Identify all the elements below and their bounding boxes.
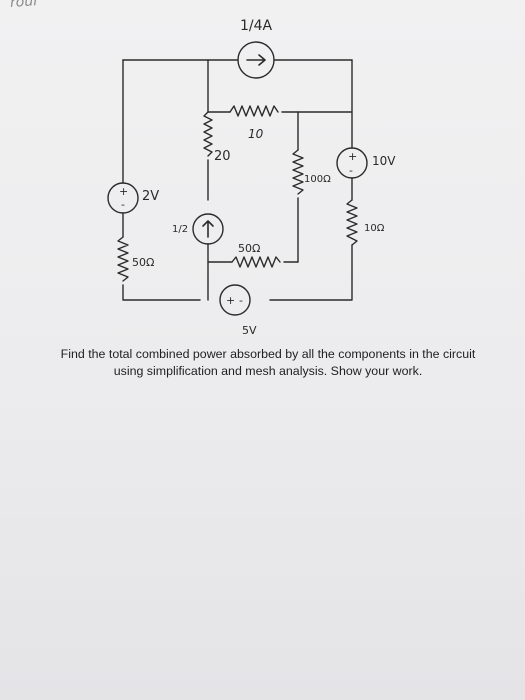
wire-left	[122, 59, 201, 301]
current-source-mid	[192, 213, 224, 245]
label-source-10v: 10V	[372, 154, 396, 168]
label-r-20: 20	[214, 149, 231, 164]
arrow-right-icon	[246, 54, 266, 66]
resistor-20	[203, 111, 213, 157]
problem-line-2: using simplification and mesh analysis. …	[113, 364, 423, 378]
voltage-source-5v	[219, 284, 251, 316]
resistor-top-10	[229, 105, 279, 117]
plus-sign: +	[348, 150, 357, 163]
voltage-source-10v	[336, 147, 368, 179]
plus-sign: +	[226, 294, 235, 307]
current-source-top	[237, 41, 275, 79]
label-source-5v: 5V	[242, 324, 257, 337]
resistor-100	[292, 149, 304, 195]
plus-sign: +	[119, 185, 128, 198]
problem-statement: Find the total combined power absorbed b…	[28, 346, 508, 380]
wire-right	[269, 59, 353, 301]
resistor-bottom-mid-50	[231, 256, 281, 268]
resistor-right-10	[346, 199, 358, 246]
label-current-source: 1/4A	[240, 18, 273, 34]
label-r-100: 100Ω	[304, 174, 331, 185]
voltage-source-2v	[107, 182, 139, 214]
label-source-2v: 2V	[142, 189, 159, 204]
label-r-top: 10	[248, 127, 264, 141]
label-current-mid: 1/2	[172, 224, 188, 235]
arrow-up-icon	[202, 220, 214, 238]
label-r-bottom-left: 50Ω	[132, 256, 154, 269]
minus-sign: -	[349, 164, 353, 177]
minus-sign: -	[239, 294, 243, 307]
label-r-right: 10Ω	[364, 223, 385, 234]
minus-sign: -	[121, 198, 125, 211]
label-r-bottom-mid: 50Ω	[238, 242, 260, 255]
problem-line-1: Find the total combined power absorbed b…	[60, 347, 476, 361]
resistor-bottom-left-50	[117, 236, 129, 282]
